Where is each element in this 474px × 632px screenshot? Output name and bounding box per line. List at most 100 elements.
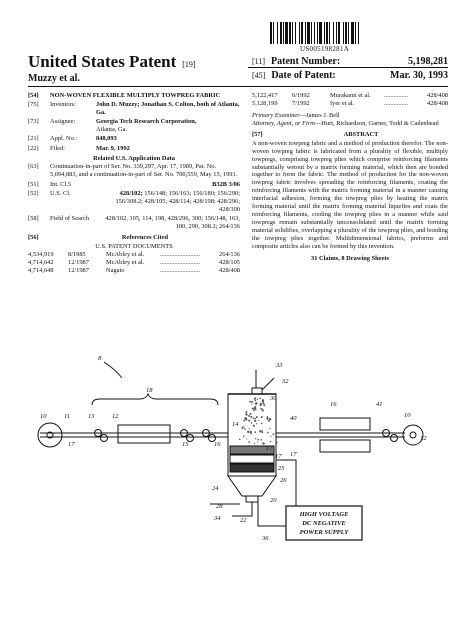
figure-ref-label: 17 [266, 445, 273, 452]
powder-particle [250, 415, 253, 418]
oven-lower [319, 439, 371, 453]
citation-num: 4,714,648 [28, 266, 54, 274]
figure-ref-label: 17 [275, 453, 282, 460]
title-code: [54] [28, 92, 39, 99]
guide-roller-4 [186, 434, 194, 442]
attorney-value: —Hurt, Richardson, Garner, Todd & Cadenh… [314, 119, 439, 127]
figure-ref-label: 22 [240, 517, 247, 524]
uscl-rest: 156/148; 156/163; 156/180; 156/290; 156/… [115, 189, 240, 213]
left-column: [54]NON-WOVEN FLEXIBLE MULTIPLY TOWPREG … [28, 92, 240, 274]
powder-particle [268, 417, 272, 421]
barcode-bar [351, 22, 354, 44]
uscl-main: 428/102; [119, 189, 143, 197]
filed-code: [22] [28, 144, 39, 152]
power-label-1: HIGH VOLTAGE [299, 511, 349, 518]
powder-particle [254, 397, 257, 400]
barcode-bar [343, 22, 344, 44]
powder-particle [262, 442, 265, 445]
barcode-bar [355, 22, 356, 44]
figure-ref-label: 14 [232, 421, 239, 428]
barcode-bar [334, 22, 336, 44]
claims-count: 31 Claims, 8 Drawing Sheets [311, 254, 389, 262]
citation-cl: 428/408 [219, 266, 240, 274]
powder-particle [268, 419, 270, 422]
citation-cl: 428/105 [219, 258, 240, 266]
header-inventors: Muzzy et al. [28, 73, 80, 84]
related-code: [63] [28, 163, 39, 171]
powder-particle [255, 402, 258, 404]
barcode-bar [348, 22, 349, 44]
intcl-value: B32B 3/06 [212, 180, 240, 188]
powder-particle [259, 430, 262, 433]
barcode-bar [293, 22, 295, 44]
powder-particle [266, 416, 269, 419]
powder-particle [249, 430, 253, 434]
figure-ref-label: 16 [330, 401, 337, 408]
takeup-spool [402, 424, 424, 446]
assignee-code: [73] [28, 118, 39, 126]
figure-ref-label: 41 [376, 401, 383, 408]
barcode-bar [280, 22, 282, 44]
citation-cl: 428/408 [427, 99, 448, 107]
powder-particle [248, 419, 251, 422]
powder-particle [261, 399, 265, 402]
figure-ref-label: 20 [270, 497, 277, 504]
powder-particle [256, 398, 259, 400]
guide-roller-1 [94, 429, 102, 437]
powder-particle [275, 441, 278, 444]
citation-cl: 264/136 [219, 250, 240, 258]
citation-who: Iyer et al. [330, 99, 355, 107]
supply-spool-hub [46, 431, 54, 439]
powder-particle [263, 404, 266, 407]
refs-subheading: U.S. PATENT DOCUMENTS [95, 242, 173, 250]
powder-particle [252, 424, 255, 427]
powder-particle [261, 430, 263, 432]
barcode-bar [273, 22, 274, 44]
barcode-bar [322, 22, 324, 44]
powder-particle [259, 408, 262, 410]
powder-particle [258, 420, 260, 422]
barcode-number: US005198281A [300, 45, 350, 53]
assignee-name: Georgia Tech Research Corporation, [96, 118, 197, 126]
barcode-bar [278, 22, 280, 44]
citation-leader: .............................. [160, 258, 200, 266]
barcode-bar [325, 22, 326, 44]
powder-particle [262, 402, 265, 405]
barcode-bar [299, 22, 300, 44]
powder-particle [270, 435, 272, 437]
bracket-18 [91, 392, 219, 406]
chamber-inlet [251, 387, 263, 395]
barcode-bar [296, 22, 299, 44]
guide-roller-6 [208, 434, 216, 442]
patent-number-code: [11] [252, 57, 266, 66]
powder-particle [275, 438, 278, 440]
barcode-bar [295, 22, 296, 44]
barcode-bar [358, 22, 359, 44]
inventors-code: [75] [28, 101, 39, 109]
citation-num: 5,128,199 [252, 99, 278, 107]
examiner-value: —James J. Bell [299, 111, 340, 119]
barcode-bar [292, 22, 293, 44]
barcode-bar [311, 22, 312, 44]
powder-particle [259, 397, 262, 400]
powder-particle [255, 423, 258, 425]
spreader-unit [117, 424, 171, 444]
citation-num: 5,122,417 [252, 92, 278, 99]
feed-arrow-2 [261, 377, 275, 391]
powder-particle [250, 421, 252, 423]
citation-who: Murakami et al. [330, 92, 371, 99]
oven-upper [319, 417, 371, 431]
citation-who: McAbley et al. [106, 250, 145, 258]
powder-particle [272, 433, 275, 436]
intcl-label: Int. Cl.5 [50, 180, 72, 188]
barcode-bar [285, 22, 288, 44]
powder-particle [241, 427, 244, 430]
barcode-bar [333, 22, 334, 44]
powder-particle [257, 441, 259, 443]
barcode-bar [359, 22, 360, 44]
date-code: [45] [252, 71, 266, 80]
barcode-bar [338, 22, 340, 44]
barcode-bar [289, 22, 291, 44]
